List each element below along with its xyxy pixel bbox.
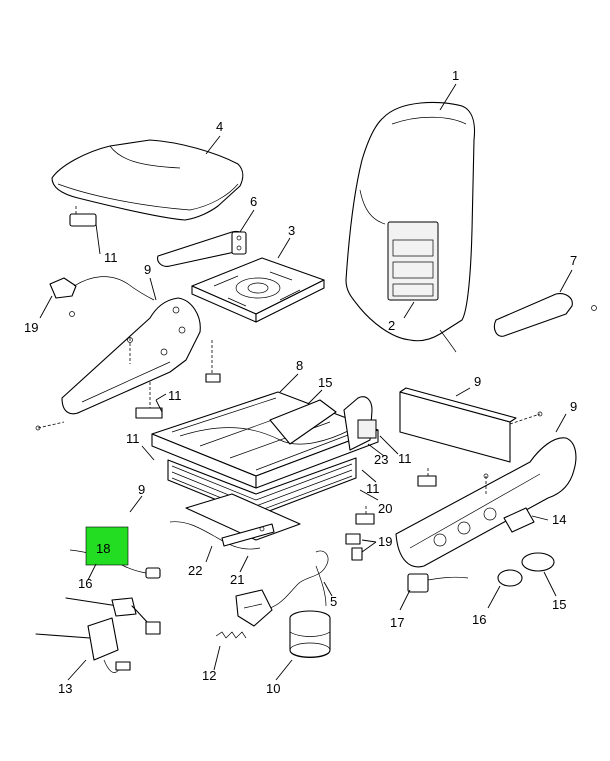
callout-8[interactable]: 8	[296, 358, 303, 373]
callout-11-d[interactable]: 11	[398, 451, 412, 466]
part-side-panel-right[interactable]	[395, 437, 577, 568]
callout-13[interactable]: 13	[58, 681, 72, 696]
callout-15-a[interactable]: 15	[318, 375, 332, 390]
part-clips-19[interactable]	[345, 533, 363, 561]
part-air-spring[interactable]	[289, 610, 331, 659]
part-14-module[interactable]	[503, 507, 535, 533]
callout-19-a[interactable]: 19	[24, 320, 38, 335]
callout-9-a[interactable]: 9	[144, 262, 151, 277]
callout-9-d[interactable]: 9	[138, 482, 145, 497]
part-bracket-15-upper[interactable]	[269, 399, 337, 445]
callout-22[interactable]: 22	[188, 563, 202, 578]
part-seat-back[interactable]	[345, 101, 476, 353]
part-15-knob-right[interactable]	[521, 552, 555, 572]
callout-2[interactable]: 2	[388, 318, 395, 333]
callout-10[interactable]: 10	[266, 681, 280, 696]
part-back-panel[interactable]	[399, 387, 543, 463]
part-spring-12[interactable]	[215, 631, 247, 639]
part-fasteners-right	[355, 468, 489, 525]
part-handle-19-left[interactable]	[49, 276, 155, 317]
part-latch-11-upper[interactable]	[69, 213, 97, 227]
callout-18[interactable]: 18	[96, 541, 110, 556]
callout-21[interactable]: 21	[230, 572, 244, 587]
callout-1[interactable]: 1	[452, 68, 459, 83]
part-fasteners-left	[35, 337, 221, 431]
callout-11-c[interactable]: 11	[126, 431, 140, 446]
part-17-switch[interactable]	[407, 573, 469, 593]
callout-12[interactable]: 12	[202, 668, 216, 683]
callout-11-a[interactable]: 11	[104, 250, 118, 265]
callout-6[interactable]: 6	[250, 194, 257, 209]
part-air-pump[interactable]	[35, 597, 161, 673]
callout-14[interactable]: 14	[552, 512, 566, 527]
leader-lines	[39, 83, 573, 681]
part-rail[interactable]	[221, 523, 275, 547]
callout-17[interactable]: 17	[390, 615, 404, 630]
part-16-knob-right[interactable]	[497, 569, 523, 587]
callouts: 1 4 6 3 7 11 9 19 2 8 11 15 9 9 11 11 23…	[24, 68, 577, 696]
callout-23[interactable]: 23	[374, 452, 388, 467]
callout-20[interactable]: 20	[378, 501, 392, 516]
part-swivel-plate[interactable]	[191, 257, 325, 323]
callout-4[interactable]: 4	[216, 119, 223, 134]
callout-16-b[interactable]: 16	[472, 612, 486, 627]
callout-19-b[interactable]: 19	[378, 534, 392, 549]
callout-15-b[interactable]: 15	[552, 597, 566, 612]
callout-5[interactable]: 5	[330, 594, 337, 609]
part-highlight-18[interactable]	[85, 526, 129, 566]
part-slide-bracket[interactable]	[343, 396, 377, 451]
part-armrest-left[interactable]	[157, 230, 247, 267]
callout-9-b[interactable]: 9	[474, 374, 481, 389]
callout-11-b[interactable]: 11	[168, 388, 182, 403]
part-valve-5[interactable]	[235, 550, 329, 627]
part-seat-cushion[interactable]	[51, 139, 244, 221]
part-side-panel-left[interactable]	[61, 297, 201, 415]
callout-9-c[interactable]: 9	[570, 399, 577, 414]
part-armrest-right[interactable]	[493, 293, 597, 337]
callout-7[interactable]: 7	[570, 253, 577, 268]
callout-16-a[interactable]: 16	[78, 576, 92, 591]
callout-3[interactable]: 3	[288, 223, 295, 238]
callout-11-e[interactable]: 11	[366, 481, 380, 496]
